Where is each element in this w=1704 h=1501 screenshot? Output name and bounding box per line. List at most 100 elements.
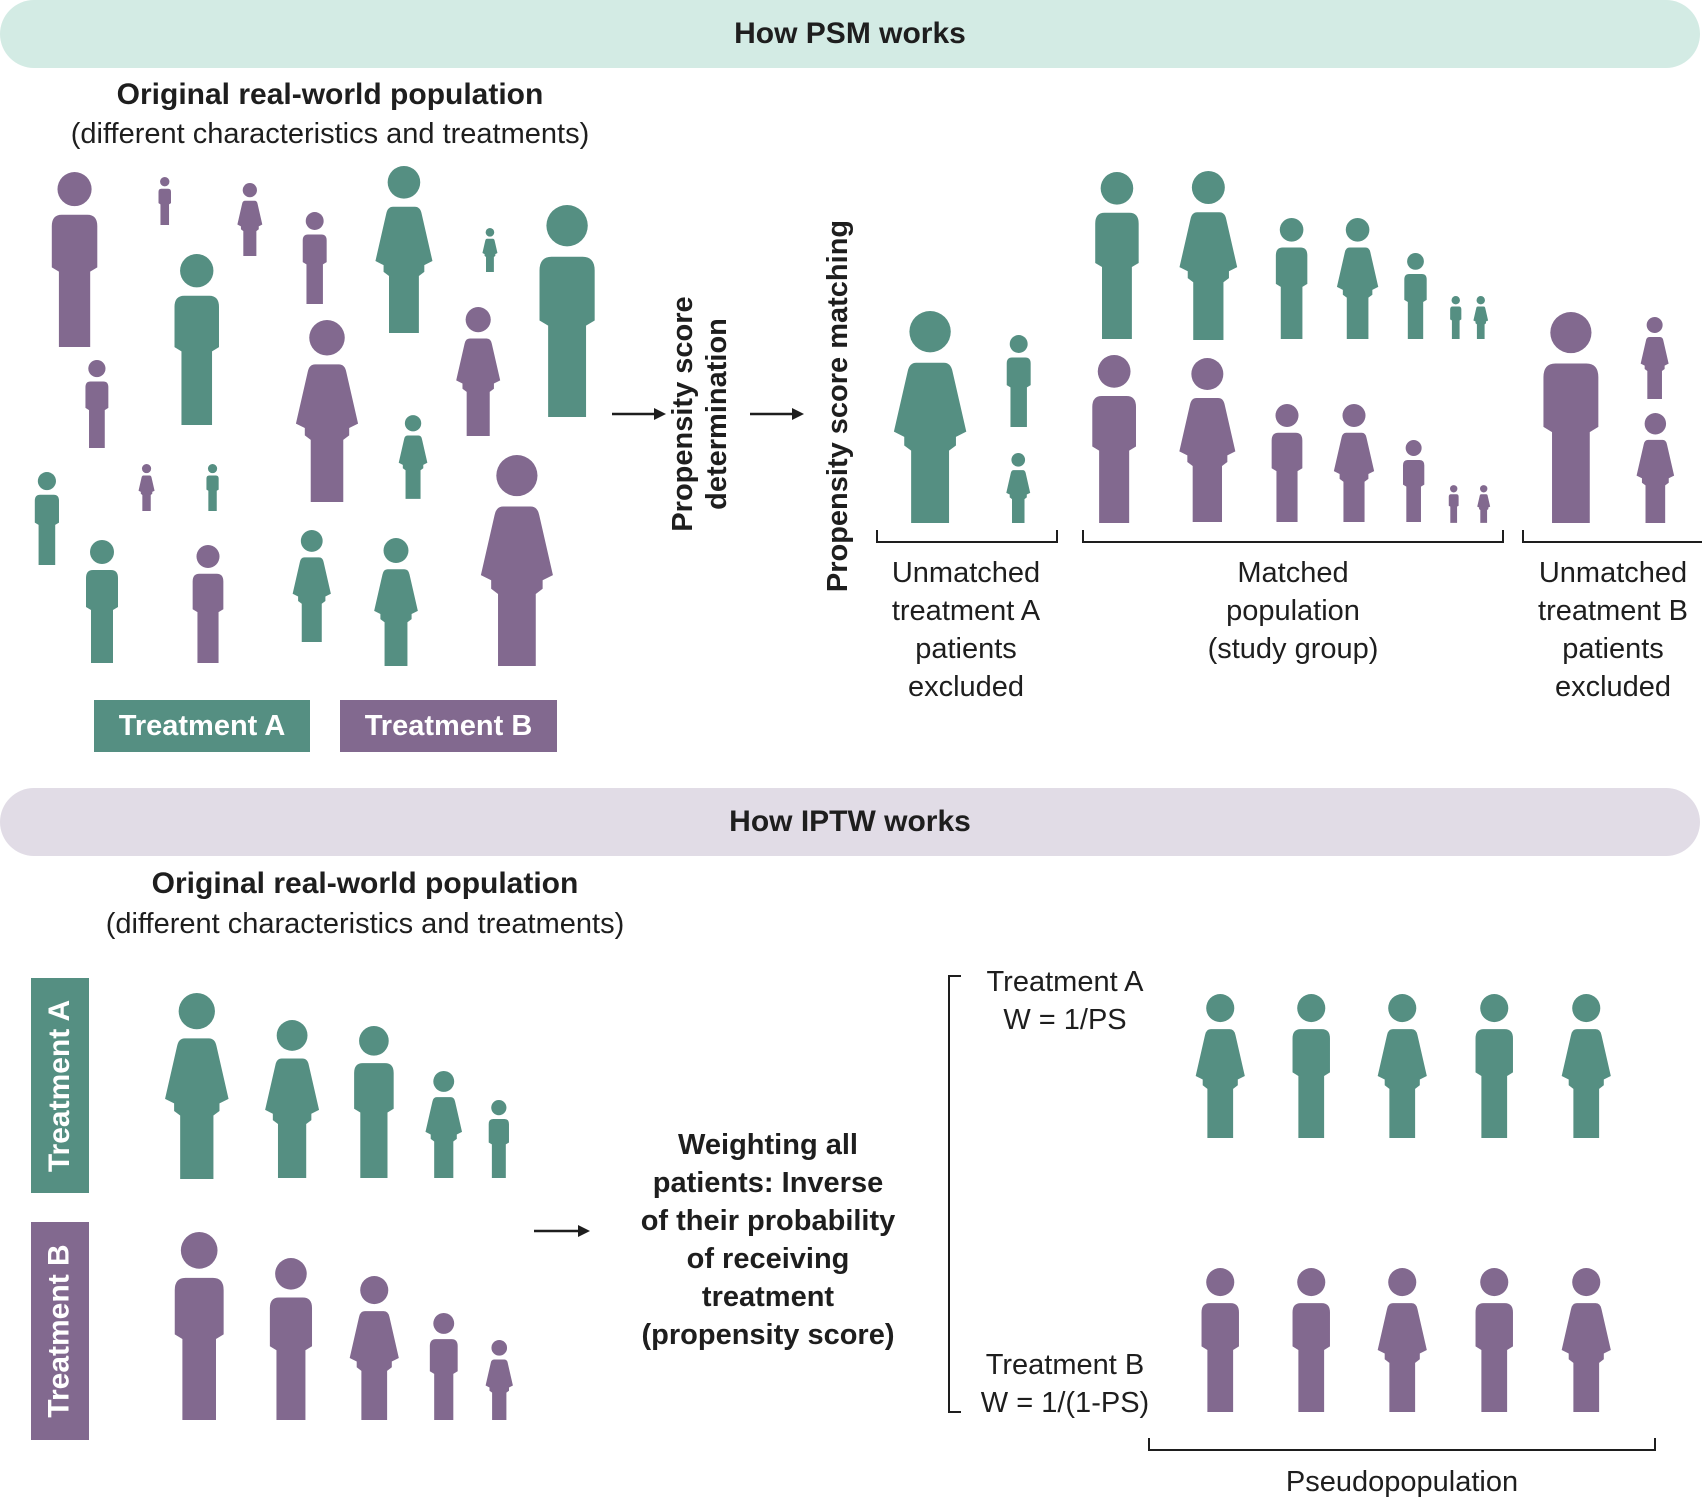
legend-treatment-b: Treatment B xyxy=(340,700,557,752)
legend-treatment-a: Treatment A xyxy=(94,700,310,752)
psm-population-subtitle: (different characteristics and treatment… xyxy=(70,118,590,150)
propensity-score-determination-label: Propensity score determination xyxy=(666,289,734,539)
iptw-population-title: Original real-world population xyxy=(151,867,579,900)
step1-line1: Propensity score xyxy=(667,296,699,532)
pseudopopulation-bracket xyxy=(1148,1438,1656,1451)
person-female-icon xyxy=(295,320,359,502)
person-male-icon xyxy=(303,212,327,304)
weighting-line5: treatment xyxy=(701,1281,835,1313)
propensity-score-matching-label: Propensity score matching xyxy=(821,206,855,606)
weighting-line2: patients: Inverse xyxy=(652,1167,884,1199)
caption-unmatched-a-line4: excluded xyxy=(907,671,1025,703)
caption-unmatched-a-line1: Unmatched xyxy=(891,557,1041,589)
person-male-icon xyxy=(1449,485,1459,523)
caption-unmatched-b-line3: patients xyxy=(1562,633,1664,665)
person-male-icon xyxy=(34,472,60,565)
weighting-line1: Weighting all xyxy=(678,1129,858,1161)
weighting-line4: of receiving xyxy=(686,1243,850,1275)
person-male-icon xyxy=(174,1232,224,1420)
person-female-icon xyxy=(265,1020,319,1178)
person-female-icon xyxy=(455,307,500,436)
person-male-icon xyxy=(1092,355,1136,523)
weight-b: Treatment B W = 1/(1-PS) xyxy=(955,1346,1175,1422)
person-male-icon xyxy=(488,1100,510,1178)
person-male-icon xyxy=(1271,404,1303,522)
person-male-icon xyxy=(192,545,224,663)
person-male-icon xyxy=(1007,335,1031,427)
person-female-icon xyxy=(482,228,498,272)
caption-matched-line1: Matched xyxy=(1237,557,1349,589)
person-male-icon xyxy=(1292,1268,1330,1412)
caption-matched-line2: population xyxy=(1226,595,1360,627)
person-male-icon xyxy=(1403,440,1425,522)
person-female-icon xyxy=(398,415,428,499)
iptw-population-subtitle: (different characteristics and treatment… xyxy=(105,908,625,940)
weights-bracket xyxy=(948,975,961,1413)
weighting-line6: (propensity score) xyxy=(641,1319,895,1351)
person-female-icon xyxy=(1333,404,1375,522)
bracket-matched xyxy=(1082,530,1504,543)
iptw-side-label-treatment-b: Treatment B xyxy=(31,1222,89,1440)
person-female-icon xyxy=(349,1276,399,1420)
psm-banner-title: How PSM works xyxy=(734,17,966,50)
person-male-icon xyxy=(539,205,595,417)
psm-banner: How PSM works xyxy=(0,0,1700,68)
person-male-icon xyxy=(158,177,172,225)
person-female-icon xyxy=(1561,994,1611,1138)
caption-unmatched-b-line2: treatment B xyxy=(1538,595,1688,627)
caption-matched: Matched population (study group) xyxy=(1163,554,1423,668)
caption-unmatched-a-line2: treatment A xyxy=(891,595,1041,627)
step2-text: Propensity score matching xyxy=(822,219,854,593)
person-male-icon xyxy=(269,1258,313,1420)
bracket-unmatched-a xyxy=(876,530,1058,543)
weight-a-formula: W = 1/PS xyxy=(1003,1004,1127,1036)
person-male-icon xyxy=(1276,218,1308,339)
caption-unmatched-b: Unmatched treatment B patients excluded xyxy=(1514,554,1704,706)
person-female-icon xyxy=(1195,994,1245,1138)
person-female-icon xyxy=(1377,994,1427,1138)
person-male-icon xyxy=(86,540,118,663)
person-female-icon xyxy=(138,464,156,511)
person-female-icon xyxy=(1473,296,1489,339)
caption-unmatched-b-line4: excluded xyxy=(1554,671,1672,703)
person-male-icon xyxy=(1450,296,1462,339)
caption-matched-line3: (study group) xyxy=(1207,633,1379,665)
person-female-icon xyxy=(893,311,967,523)
psm-population-title: Original real-world population xyxy=(116,78,544,111)
iptw-side-label-treatment-a-text: Treatment A xyxy=(43,999,77,1172)
bracket-unmatched-b xyxy=(1522,530,1702,543)
person-male-icon xyxy=(430,1313,458,1420)
person-female-icon xyxy=(1561,1268,1611,1412)
person-male-icon xyxy=(1095,172,1139,339)
caption-unmatched-a: Unmatched treatment A patients excluded xyxy=(866,554,1066,706)
person-male-icon xyxy=(1475,994,1513,1138)
weighting-line3: of their probability xyxy=(640,1205,896,1237)
iptw-banner-title: How IPTW works xyxy=(729,805,971,838)
pseudopopulation-label: Pseudopopulation xyxy=(1285,1466,1519,1498)
person-female-icon xyxy=(1640,317,1669,399)
person-female-icon xyxy=(1377,1268,1427,1412)
iptw-side-label-treatment-b-text: Treatment B xyxy=(43,1244,77,1418)
person-female-icon xyxy=(292,530,332,642)
weighting-description: Weighting all patients: Inverse of their… xyxy=(612,1126,924,1354)
person-male-icon xyxy=(206,464,220,511)
caption-unmatched-b-line1: Unmatched xyxy=(1538,557,1688,589)
person-female-icon xyxy=(374,538,418,666)
person-female-icon xyxy=(485,1340,513,1420)
iptw-arrow xyxy=(534,1225,590,1237)
person-female-icon xyxy=(1636,413,1674,523)
person-female-icon xyxy=(165,993,229,1179)
person-male-icon xyxy=(85,360,109,448)
person-female-icon xyxy=(1179,358,1235,522)
weight-b-formula: W = 1/(1-PS) xyxy=(980,1387,1150,1419)
caption-unmatched-a-line3: patients xyxy=(915,633,1017,665)
psm-arrow-2 xyxy=(750,408,804,420)
person-male-icon xyxy=(354,1026,394,1178)
legend-treatment-a-label: Treatment A xyxy=(118,709,286,742)
iptw-banner: How IPTW works xyxy=(0,788,1700,856)
person-male-icon xyxy=(1543,312,1599,523)
person-female-icon xyxy=(425,1071,463,1178)
person-female-icon xyxy=(1337,218,1379,339)
weight-a: Treatment A W = 1/PS xyxy=(955,963,1175,1039)
person-female-icon xyxy=(1179,171,1237,340)
